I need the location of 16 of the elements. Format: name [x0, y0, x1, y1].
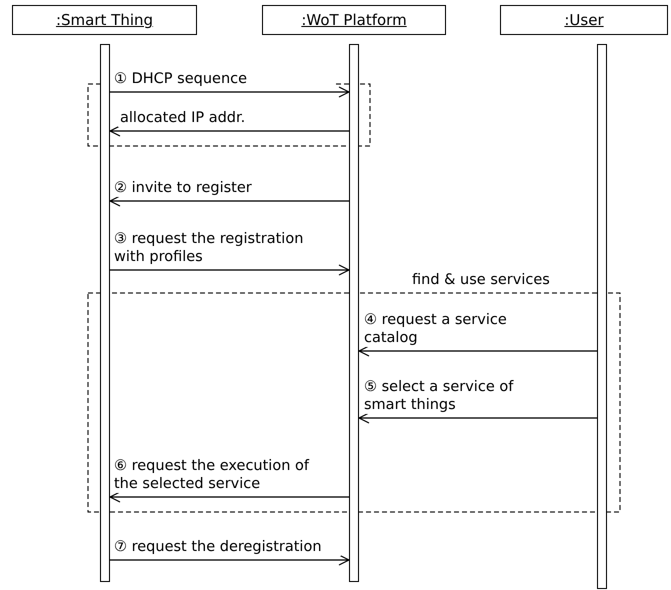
message-arrow — [110, 264, 350, 276]
lifeline-header: :Smart Thing — [12, 5, 197, 35]
message-arrow — [109, 491, 349, 503]
message-label: ⑦ request the deregistration — [112, 538, 341, 556]
activation-bar — [349, 44, 359, 582]
message-arrow — [358, 412, 597, 424]
message-arrow — [110, 86, 350, 98]
activation-bar — [597, 44, 607, 589]
lifeline-header: :WoT Platform — [262, 5, 446, 35]
message-arrow — [109, 125, 349, 137]
message-label: ① DHCP sequence — [112, 70, 336, 88]
message-arrow — [110, 554, 350, 566]
activation-bar — [100, 44, 110, 582]
message-arrow — [109, 195, 349, 207]
lifeline-header: :User — [500, 5, 668, 35]
message-arrow — [358, 345, 597, 357]
